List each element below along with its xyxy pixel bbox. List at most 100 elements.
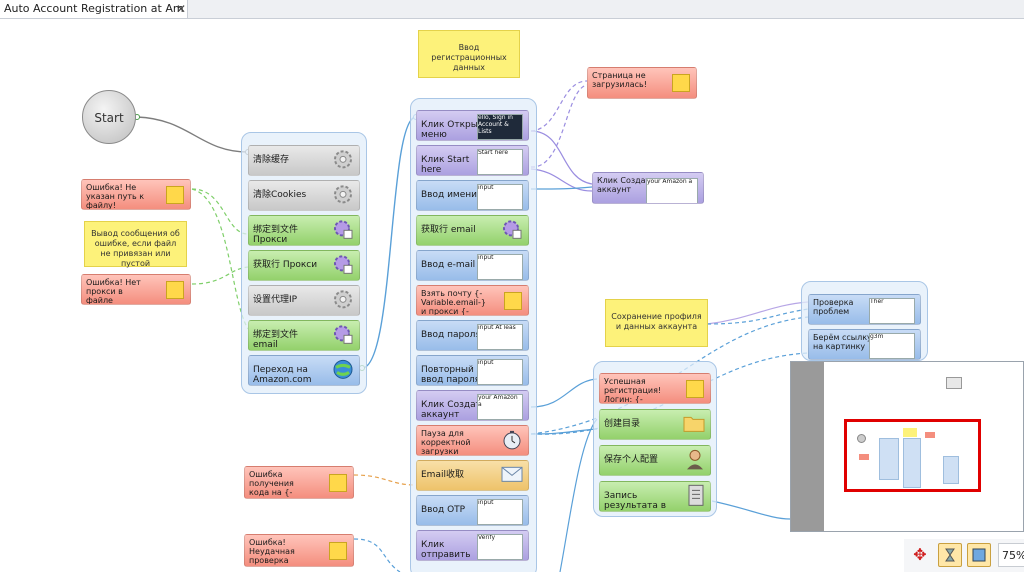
node-label: Взять почту {-Variable.email-} и прокси … [421,289,486,316]
node-label: Ввод OTP [421,505,466,515]
save-node-0[interactable]: Успешная регистрация! Логин: {-Profile.N… [599,373,711,404]
save-node-1[interactable]: 创建目录 [599,409,711,440]
node-thumbnail: Ther [869,298,915,324]
node-label: Клик Создать аккаунт [597,176,655,195]
gear-puzzle-icon [332,323,354,348]
node-thumbnail: input [477,254,523,280]
node-thumbnail: your Amazon a [646,178,698,203]
gear-puzzle-icon [501,218,523,243]
node-thumbnail: input At leas [477,324,523,350]
zoom-toolbar: ✥ 75% [904,539,1024,572]
sticky-note-icon [672,74,690,92]
note-input-reg[interactable]: Ввод регистрационных данных [418,30,520,78]
hourglass-button[interactable] [938,543,962,567]
registration-node-1[interactable]: Клик Start here Start here [416,145,529,176]
node-label: Ввод имени [421,190,477,200]
setup-node-4[interactable]: 设置代理IP [248,285,360,316]
node-thumbnail: Start here [477,149,523,175]
captcha-node-0[interactable]: Проверка проблем Ther [808,294,921,325]
registration-node-3[interactable]: 获取行 email [416,215,529,246]
minimap-viewport[interactable] [844,419,981,492]
gear-icon [332,183,354,208]
registration-node-10[interactable]: Email收取 [416,460,529,491]
folder-icon [683,414,705,435]
node-label: Ввод e-mail [421,260,476,270]
note-file-error[interactable]: Вывод сообщения об ошибке, если файл не … [84,221,187,268]
registration-node-12[interactable]: Клик отправить Verify [416,530,529,561]
fit-view-button[interactable] [967,543,991,567]
gear-icon [332,288,354,313]
node-create-account-2[interactable]: Клик Создать аккаунт your Amazon a [592,172,704,204]
minimap-icon [946,377,962,389]
sticky-note-icon [166,280,184,299]
node-label: Запись результата в файл [604,491,667,512]
file-icon [687,484,705,509]
node-label: 保存个人配置 [604,455,659,465]
sticky-note-icon [329,541,347,560]
setup-node-0[interactable]: 清除缓存 [248,145,360,176]
tab-document[interactable]: Auto Account Registration at Am [0,0,188,18]
thumb-text: g3m [870,333,884,340]
node-label: Клик Создать аккаунт [421,400,487,421]
node-label: Ошибка! Нет прокси в файле [86,278,141,305]
error-page-not-loaded[interactable]: Страница не загрузилась! [587,67,697,99]
sticky-note-icon [166,185,184,204]
setup-node-3[interactable]: 获取行 Прокси [248,250,360,281]
node-label: Ошибка! Не указан путь к файлу! [86,183,145,210]
thumb-text: input [478,184,494,191]
node-label: Ошибка! Неудачная проверка успешности ре… [249,538,300,566]
setup-node-6[interactable]: Переход на Amazon.com [248,355,360,386]
registration-node-11[interactable]: Ввод OTP input [416,495,529,526]
node-label: Клик Start here [421,155,470,176]
registration-node-5[interactable]: Взять почту {-Variable.email-} и прокси … [416,285,529,316]
setup-node-2[interactable]: 绑定到文件 Прокси [248,215,360,246]
workflow-canvas[interactable]: Ввод регистрационных данных Вывод сообще… [0,19,1024,572]
fit-view-icon [972,548,986,562]
thumb-text: input At leas [478,324,516,331]
node-label: Проверка проблем [813,298,854,317]
sticky-note-icon [504,291,522,310]
registration-node-9[interactable]: Пауза для корректной загрузки [416,425,529,456]
node-thumbnail: input [477,184,523,210]
node-label: Повторный ввод пароля [421,365,480,386]
node-label: Ошибка получения кода на {-Variable.emai… [249,470,314,498]
node-label: Берём ссылку на картинку [813,333,872,352]
start-node[interactable]: Start [82,90,136,144]
stopwatch-icon [501,428,523,452]
node-label: 绑定到文件 Прокси [253,225,299,246]
minimap[interactable] [790,361,1024,532]
node-label: Клик отправить [421,540,471,561]
thumb-text: Ther [870,298,884,305]
minimap-gray-panel [791,362,824,531]
tab-title: Auto Account Registration at Am [4,2,184,15]
save-node-3[interactable]: Запись результата в файл [599,481,711,512]
error-node-2[interactable]: Ошибка получения кода на {-Variable.emai… [244,466,354,499]
setup-node-5[interactable]: 绑定到文件 email [248,320,360,351]
thumb-text: ello, Sign in Account & Lists [478,114,513,135]
node-label: Переход на Amazon.com [253,365,312,386]
node-label: 清除缓存 [253,155,290,165]
zoom-level[interactable]: 75% [998,543,1024,567]
note-save-profile[interactable]: Сохранение профиля и данных аккаунта [605,299,708,347]
error-node-0[interactable]: Ошибка! Не указан путь к файлу! [81,179,191,210]
thumb-text: input [478,499,494,506]
node-label: Email收取 [421,470,464,480]
node-label: 创建目录 [604,419,641,429]
node-label: Пауза для корректной загрузки [421,429,471,456]
error-node-1[interactable]: Ошибка! Нет прокси в файле [81,274,191,305]
minimap-preview [851,424,975,488]
node-label: Успешная регистрация! Логин: {-Profile.N… [604,377,662,404]
move-icon[interactable]: ✥ [913,545,927,564]
error-node-3[interactable]: Ошибка! Неудачная проверка успешности ре… [244,534,354,567]
close-icon[interactable]: ✕ [175,2,187,16]
node-thumbnail: Verify [477,534,523,560]
save-node-2[interactable]: 保存个人配置 [599,445,711,476]
setup-node-1[interactable]: 清除Cookies [248,180,360,211]
